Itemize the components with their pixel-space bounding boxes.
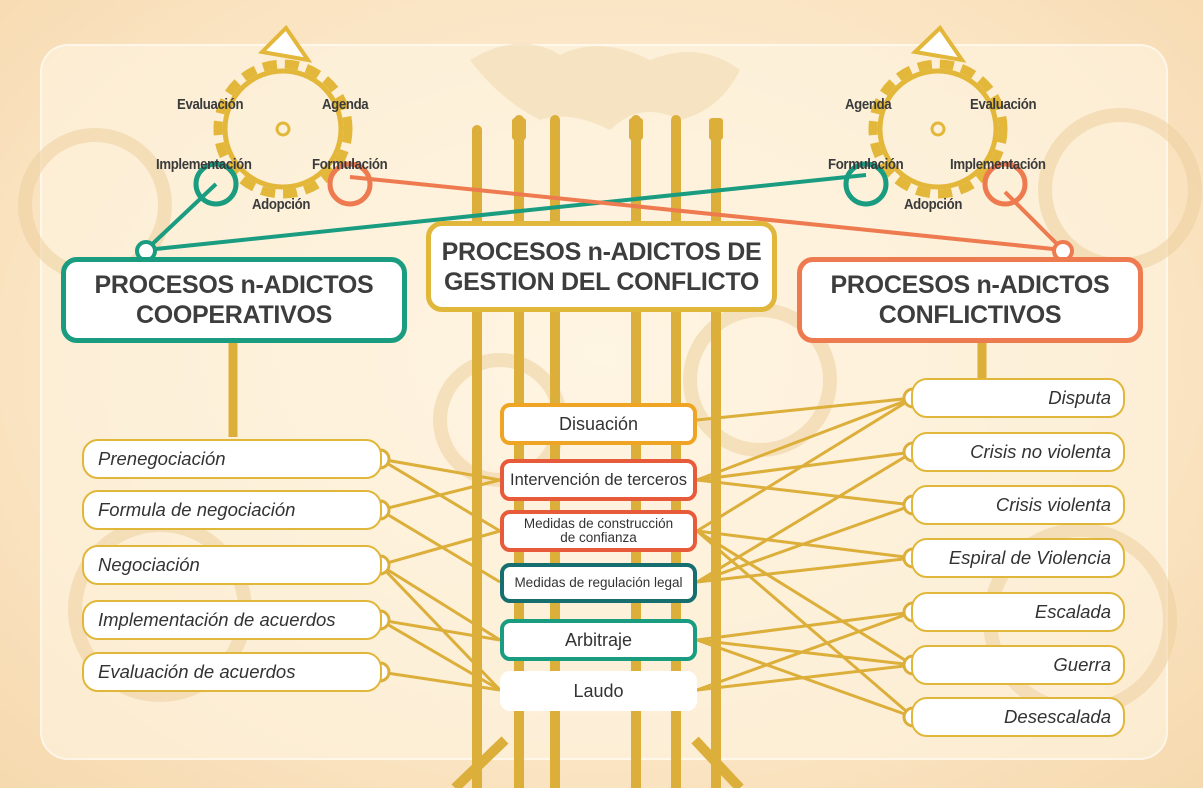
mechanism-medidas-confianza: Medidas de construcción de confianza: [500, 510, 697, 552]
cooperativo-item: Evaluación de acuerdos: [82, 652, 382, 692]
cycle-gear-right: [843, 24, 1028, 207]
main-title-line2: GESTION DEL CONFLICTO: [443, 267, 759, 296]
conflictivo-item: Disputa: [911, 378, 1125, 418]
mechanism-medidas-confianza-line1: Medidas de construcción: [523, 516, 674, 531]
cycle-left-formulacion: Formulación: [312, 156, 388, 173]
conflictivos-title-line2: CONFLICTIVOS: [878, 301, 1062, 329]
mechanism-regulacion-legal: Medidas de regulación legal: [500, 563, 697, 603]
cycle-left-implementacion: Implementación: [156, 156, 252, 173]
cooperativo-item: Prenegociación: [82, 439, 382, 479]
cycle-right-implementacion: Implementación: [950, 156, 1046, 173]
conflictivo-item: Espiral de Violencia: [911, 538, 1125, 578]
cycle-links: [144, 173, 1065, 252]
conflictivos-title-line1: PROCESOS n-ADICTOS: [830, 271, 1110, 299]
cycle-right-adopcion: Adopción: [904, 196, 963, 213]
conflictivo-item: Escalada: [911, 592, 1125, 632]
cooperativo-item: Implementación de acuerdos: [82, 600, 382, 640]
cycle-left-agenda: Agenda: [322, 96, 369, 113]
mechanism-laudo: Laudo: [500, 671, 697, 711]
main-title-line1: PROCESOS n-ADICTOS DE: [441, 237, 762, 266]
mechanism-disuacion: Disuación: [500, 403, 697, 445]
conflictivo-item: Crisis violenta: [911, 485, 1125, 525]
cycle-right-evaluacion: Evaluación: [970, 96, 1037, 113]
conflictivo-item: Crisis no violenta: [911, 432, 1125, 472]
left-connectors: [378, 457, 502, 692]
cycle-gear-left: [193, 24, 373, 207]
mechanism-medidas-confianza-line2: de confianza: [560, 530, 637, 545]
cycle-left-evaluacion: Evaluación: [177, 96, 244, 113]
main-title-box: PROCESOS n-ADICTOS DE GESTION DEL CONFLI…: [426, 221, 777, 312]
cooperativos-box: PROCESOS n-ADICTOS COOPERATIVOS: [61, 257, 407, 343]
cycle-right-formulacion: Formulación: [828, 156, 904, 173]
cycle-right-agenda: Agenda: [845, 96, 892, 113]
conflictivo-item: Guerra: [911, 645, 1125, 685]
cooperativos-title-line1: PROCESOS n-ADICTOS: [94, 271, 374, 299]
world-map-silhouette: [470, 43, 740, 130]
mechanism-intervencion: Intervención de terceros: [500, 459, 697, 501]
right-connectors: [696, 396, 914, 719]
cooperativos-title-line2: COOPERATIVOS: [136, 301, 332, 329]
conflictivo-item: Desescalada: [911, 697, 1125, 737]
cycle-left-adopcion: Adopción: [252, 196, 311, 213]
bottom-bars: [451, 736, 744, 788]
cooperativo-item: Negociación: [82, 545, 382, 585]
conflictivos-box: PROCESOS n-ADICTOS CONFLICTIVOS: [797, 257, 1143, 343]
mechanism-arbitraje: Arbitraje: [500, 619, 697, 661]
cooperativo-item: Formula de negociación: [82, 490, 382, 530]
bar-pins: [512, 118, 723, 140]
